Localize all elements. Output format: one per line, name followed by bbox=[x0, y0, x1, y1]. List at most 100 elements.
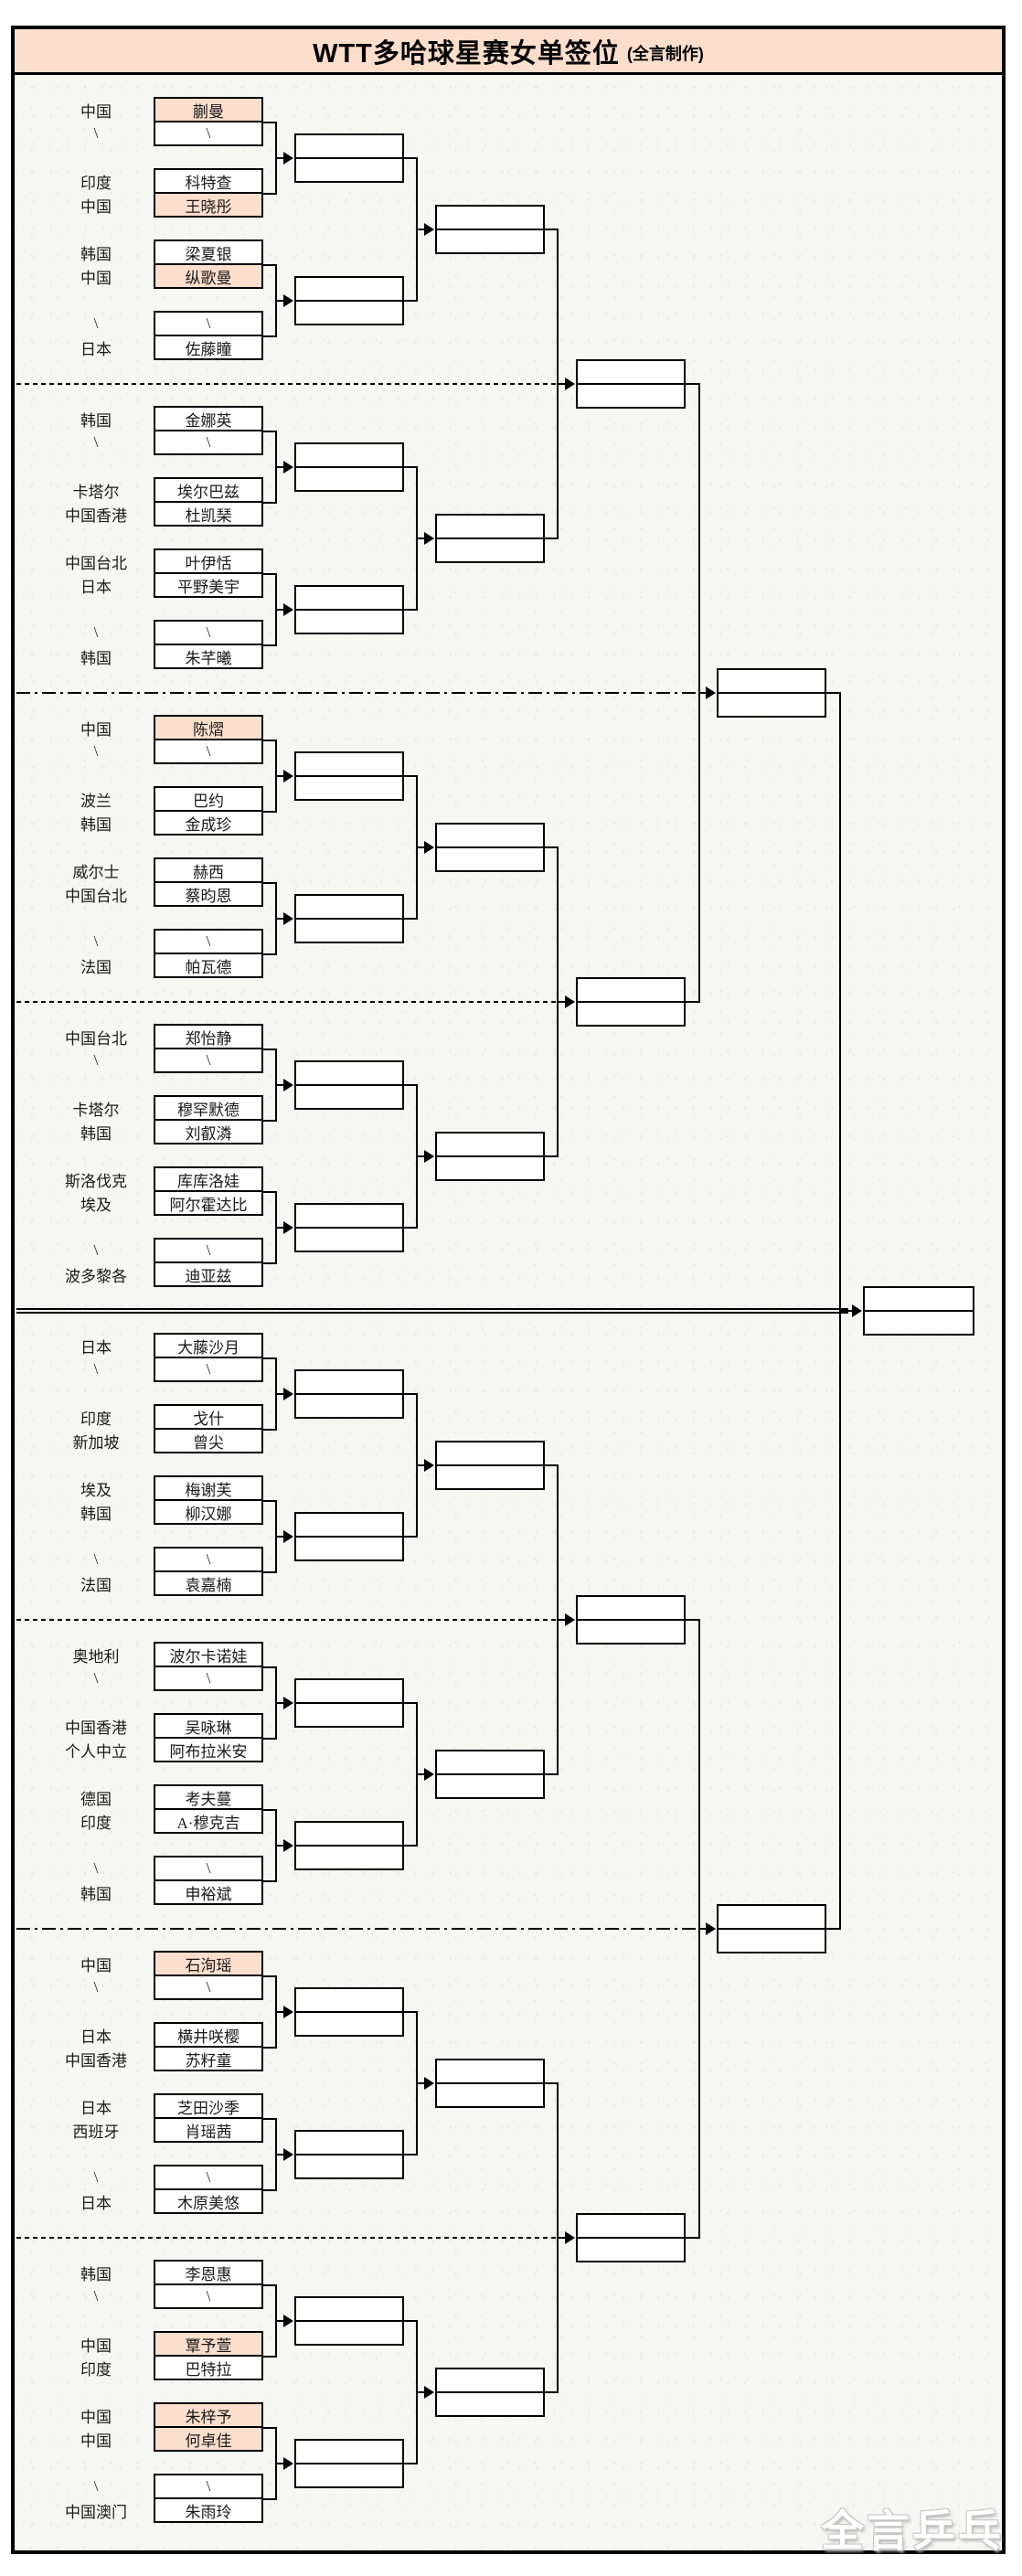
arrow-icon bbox=[283, 294, 293, 307]
player-box: \ bbox=[154, 1856, 263, 1881]
arrow-icon bbox=[283, 770, 293, 782]
connector-line bbox=[261, 193, 277, 195]
country-label: 西班牙 bbox=[72, 2123, 120, 2141]
country-label: \ bbox=[93, 314, 99, 332]
connector-line bbox=[558, 1001, 568, 1003]
connector-line bbox=[402, 2463, 418, 2464]
connector-line bbox=[402, 1227, 418, 1229]
connector-line bbox=[261, 431, 277, 432]
connector-line bbox=[261, 1500, 277, 1502]
advance-box bbox=[717, 1928, 826, 1953]
country-label: \ bbox=[93, 1051, 99, 1069]
connector-line bbox=[261, 122, 277, 123]
country-label: 中国 bbox=[80, 2432, 112, 2450]
country-label: 卡塔尔 bbox=[72, 1101, 120, 1119]
country-label: \ bbox=[93, 1241, 99, 1259]
player-box: 金成珍 bbox=[154, 810, 263, 836]
player-box: 何卓佳 bbox=[154, 2426, 263, 2452]
connector-line bbox=[261, 1191, 277, 1193]
player-box: 横井咲樱 bbox=[154, 2022, 263, 2048]
connector-line bbox=[402, 918, 418, 920]
player-box: 库库洛娃 bbox=[154, 1166, 263, 1192]
connector-line bbox=[261, 1357, 277, 1359]
connector-line bbox=[261, 335, 277, 337]
connector-line bbox=[276, 918, 286, 920]
advance-box bbox=[576, 977, 686, 1003]
arrow-icon bbox=[565, 378, 575, 390]
advance-box bbox=[294, 1060, 404, 1086]
player-box: 朱梓予 bbox=[154, 2402, 263, 2428]
connector-line bbox=[558, 1619, 568, 1621]
connector-line bbox=[261, 1738, 277, 1740]
connector-line bbox=[543, 229, 559, 230]
final-box bbox=[863, 1310, 974, 1336]
country-label: 中国台北 bbox=[65, 887, 127, 905]
connector-line bbox=[276, 300, 286, 302]
connector-line bbox=[276, 466, 286, 468]
player-box: 杜凯琹 bbox=[154, 501, 263, 527]
player-box: \ bbox=[154, 430, 263, 455]
connector-line bbox=[402, 609, 418, 611]
player-box: 考夫蔓 bbox=[154, 1784, 263, 1810]
player-box: 叶伊恬 bbox=[154, 548, 263, 574]
advance-box bbox=[717, 1904, 826, 1930]
advance-box bbox=[576, 2213, 686, 2239]
country-label: 法国 bbox=[80, 1576, 112, 1594]
connector-line bbox=[543, 2082, 559, 2084]
arrow-icon bbox=[424, 223, 434, 236]
arrow-icon bbox=[283, 912, 293, 925]
country-label: 中国香港 bbox=[65, 506, 127, 525]
player-box: \ bbox=[154, 121, 263, 146]
country-label: 韩国 bbox=[80, 815, 112, 834]
connector-line bbox=[543, 1464, 559, 1466]
country-label: 个人中立 bbox=[65, 1742, 127, 1761]
advance-box bbox=[435, 1464, 545, 1490]
connector-line bbox=[261, 1262, 277, 1264]
country-label: 埃及 bbox=[80, 1196, 112, 1214]
player-box: \ bbox=[154, 1547, 263, 1572]
connector-line bbox=[261, 2118, 277, 2120]
player-box: 申裕斌 bbox=[154, 1879, 263, 1905]
advance-box bbox=[576, 1619, 686, 1645]
connector-line bbox=[276, 775, 286, 777]
connector-line bbox=[261, 502, 277, 504]
country-label: 德国 bbox=[80, 1790, 112, 1808]
player-box: 阿尔霍达比 bbox=[154, 1190, 263, 1216]
advance-box bbox=[576, 2237, 686, 2262]
advance-box bbox=[435, 846, 545, 872]
arrow-icon bbox=[424, 532, 434, 545]
player-box: 佐藤瞳 bbox=[154, 335, 263, 360]
connector-line bbox=[276, 157, 286, 159]
player-box: 覃予萱 bbox=[154, 2331, 263, 2357]
player-box: 曾尖 bbox=[154, 1428, 263, 1453]
country-label: 韩国 bbox=[80, 2265, 112, 2283]
country-label: \ bbox=[93, 1669, 99, 1687]
player-box: 蔡昀恩 bbox=[154, 881, 263, 907]
connector-line bbox=[261, 2498, 277, 2500]
connector-line bbox=[699, 692, 708, 694]
connector-line bbox=[825, 692, 841, 694]
connector-line bbox=[402, 1702, 418, 1704]
player-box: 王晓彤 bbox=[154, 192, 263, 218]
country-label: 韩国 bbox=[80, 649, 112, 667]
country-label: 波兰 bbox=[80, 792, 112, 810]
advance-box bbox=[435, 823, 545, 848]
arrow-icon bbox=[283, 2148, 293, 2161]
advance-box bbox=[435, 1132, 545, 1157]
connector-line bbox=[558, 2237, 568, 2239]
player-box: 陈熠 bbox=[154, 715, 263, 740]
connector-line bbox=[261, 2047, 277, 2049]
connector-line bbox=[261, 953, 277, 955]
advance-box bbox=[435, 1441, 545, 1466]
advance-box bbox=[294, 276, 404, 302]
advance-box bbox=[576, 359, 686, 385]
player-box: \ bbox=[154, 311, 263, 336]
player-box: \ bbox=[154, 739, 263, 764]
title-credit: (全言制作) bbox=[626, 44, 704, 63]
country-label: 中国香港 bbox=[65, 2051, 127, 2070]
player-box: 埃尔巴兹 bbox=[154, 477, 263, 503]
player-box: 朱雨玲 bbox=[154, 2497, 263, 2523]
arrow-icon bbox=[424, 1150, 434, 1163]
player-box: 柳汉娜 bbox=[154, 1499, 263, 1525]
